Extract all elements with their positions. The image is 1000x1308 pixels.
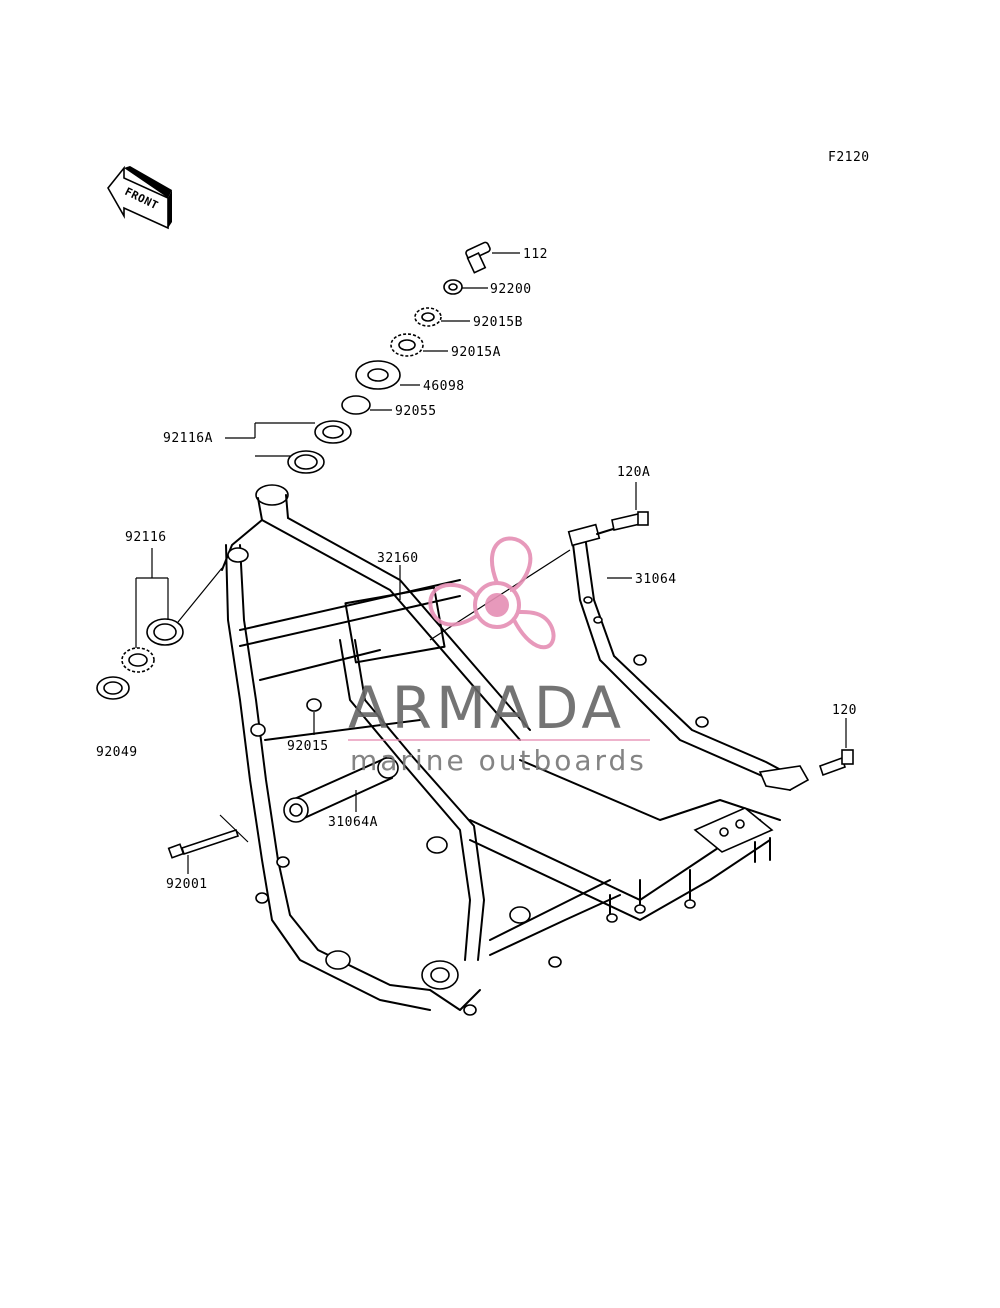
bolt-120 (818, 718, 854, 777)
callout-92200: 92200 (490, 282, 532, 297)
callout-92015: 92015 (287, 739, 329, 754)
nut-92015 (306, 698, 322, 735)
callout-92001: 92001 (166, 877, 208, 892)
callout-120: 120 (832, 703, 857, 718)
subframe-31064 (567, 523, 810, 791)
diagram-code: F2120 (828, 150, 870, 165)
front-arrow-icon: FRONT (107, 165, 172, 230)
propeller-logo-icon (428, 536, 556, 650)
callout-92015b: 92015B (473, 315, 523, 330)
callout-31064: 31064 (635, 572, 677, 587)
bearing-92116 (121, 548, 223, 673)
watermark-brand: ARMADA (348, 674, 625, 742)
propeller-blade-left (428, 582, 480, 627)
callout-92049: 92049 (96, 745, 138, 760)
callout-92015a: 92015A (451, 345, 501, 360)
propeller-blade-top (489, 536, 533, 592)
callout-120a: 120A (617, 465, 650, 480)
seal-92049 (96, 676, 130, 700)
stem-bolt-112 (465, 241, 520, 274)
watermark-tagline: marine outboards (350, 744, 647, 777)
callout-112: 112 (523, 247, 548, 262)
propeller-center (485, 593, 509, 617)
bolt-92001 (167, 814, 249, 874)
callout-32160: 32160 (377, 551, 419, 566)
frame-32160 (221, 484, 781, 1016)
callout-92116: 92116 (125, 530, 167, 545)
propeller-blade-right (512, 609, 556, 650)
bolt-120a (611, 482, 649, 531)
callout-92055: 92055 (395, 404, 437, 419)
callout-92116a: 92116A (163, 431, 213, 446)
oring-92055 (341, 395, 392, 415)
bearing-92116a (225, 420, 352, 474)
washer-92200 (443, 279, 488, 295)
nut-92015a (390, 333, 448, 357)
callout-46098: 46098 (423, 379, 465, 394)
cap-46098 (355, 360, 420, 390)
watermark: ARMADA marine outboards (348, 536, 650, 777)
nut-92015b (414, 307, 470, 327)
callout-31064a: 31064A (328, 815, 378, 830)
cross-tube-31064a (283, 757, 399, 823)
